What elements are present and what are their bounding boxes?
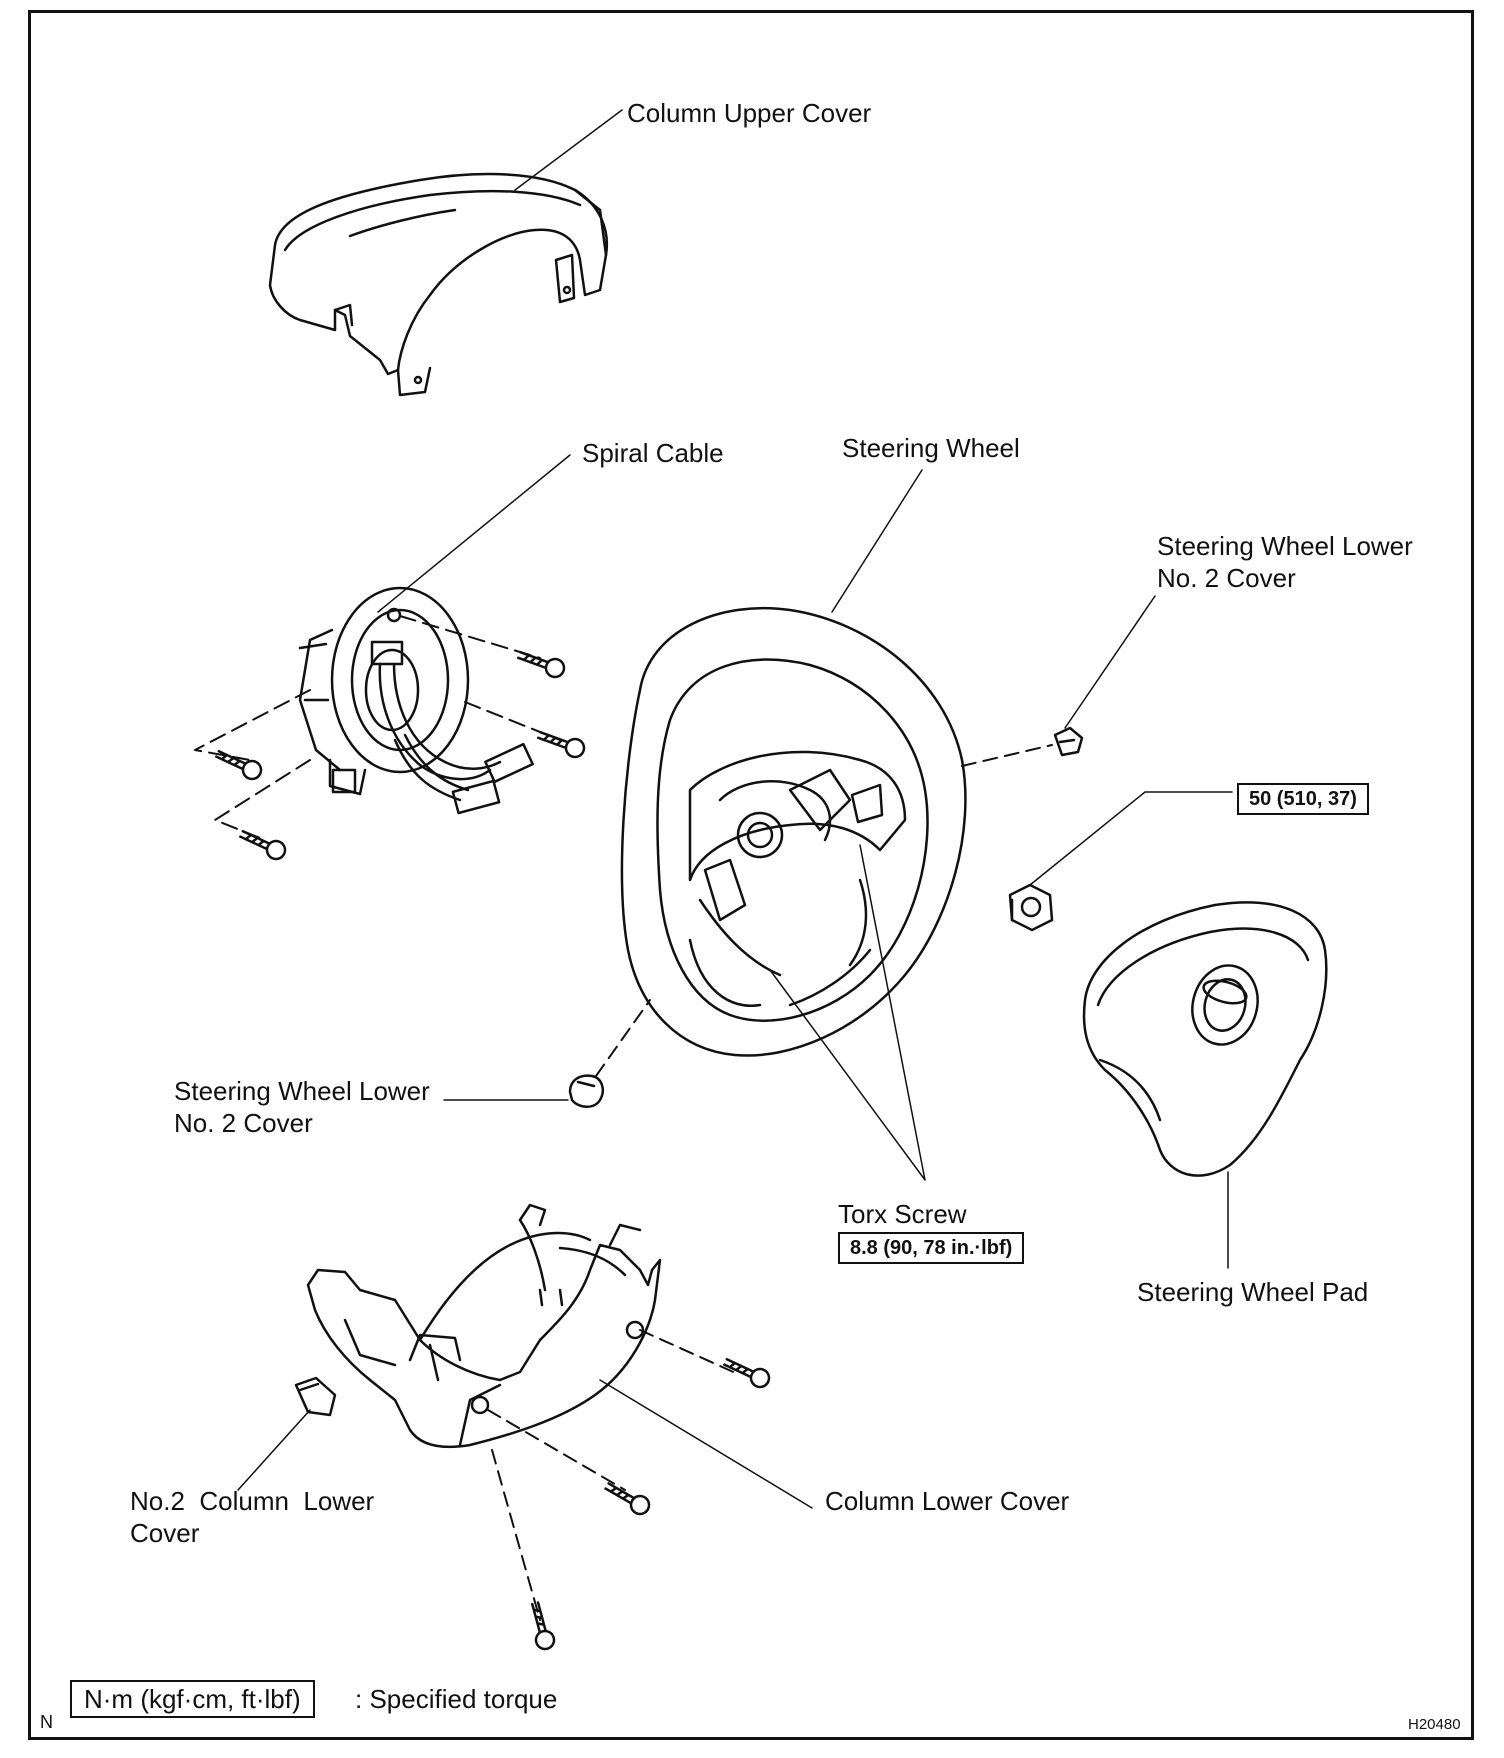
legend-description: : Specified torque: [355, 1684, 558, 1714]
leader-spiral-cable: [377, 454, 571, 613]
steering-wheel-pad-part: [1082, 901, 1328, 1177]
label-steering-wheel-pad: Steering Wheel Pad: [1137, 1277, 1369, 1307]
steering-wheel-part: [620, 606, 967, 1057]
label-spiral-cable: Spiral Cable: [582, 438, 724, 468]
leader-torx-screw: [769, 844, 926, 1181]
column-upper-cover-part: [268, 172, 609, 397]
label-line-1: Steering Wheel Lower: [174, 1076, 430, 1106]
figure-id: H20480: [1408, 1716, 1461, 1733]
spiral-cable-part: [298, 586, 534, 815]
column-lower-cover-part: [306, 1203, 662, 1449]
leader-upper-cover: [514, 109, 623, 191]
label-no2-column-lower-cover: No.2 Column Lower Cover: [130, 1485, 374, 1549]
legend-unit-box: N·m (kgf·cm, ft·lbf): [70, 1680, 315, 1718]
label-wheel-lower-cover-left: Steering Wheel Lower No. 2 Cover: [174, 1075, 430, 1139]
label-wheel-lower-cover-right: Steering Wheel Lower No. 2 Cover: [1157, 530, 1413, 594]
diagram-frame: [28, 10, 1474, 1740]
leader-no2-column-lower-cover: [237, 1409, 311, 1491]
dash-wheel-right-cover: [961, 744, 1053, 767]
leader-column-lower-cover: [599, 1379, 813, 1509]
leader-steering-wheel: [831, 469, 923, 613]
leader-nut-torque: [1029, 791, 1233, 886]
leader-wheel-lower-cover-right: [1064, 595, 1156, 729]
column-lower-cover-screws: [487, 1329, 771, 1651]
label-steering-wheel: Steering Wheel: [842, 433, 1020, 463]
dash-wheel-left-cover: [595, 999, 651, 1077]
label-line-2: No. 2 Cover: [174, 1108, 313, 1138]
label-line-2: Cover: [130, 1518, 200, 1548]
wheel-lower-cover-left-part: [568, 1074, 604, 1108]
corner-mark-n: N: [40, 1712, 53, 1732]
label-column-upper-cover: Column Upper Cover: [627, 98, 872, 128]
label-line-1: No.2 Column Lower: [130, 1486, 375, 1516]
wheel-lower-cover-right-part: [1053, 726, 1084, 757]
label-torx-screw: Torx Screw: [838, 1199, 967, 1229]
spiral-cable-screws: [194, 615, 586, 861]
label-column-lower-cover: Column Lower Cover: [825, 1486, 1070, 1516]
label-line-1: Steering Wheel Lower: [1157, 531, 1413, 561]
label-line-2: No. 2 Cover: [1157, 563, 1296, 593]
nut-part: [1008, 883, 1054, 932]
torque-torx-screw: 8.8 (90, 78 in.·lbf): [838, 1232, 1025, 1264]
no2-column-lower-cover-part: [294, 1376, 337, 1417]
torque-nut: 50 (510, 37): [1237, 783, 1369, 815]
